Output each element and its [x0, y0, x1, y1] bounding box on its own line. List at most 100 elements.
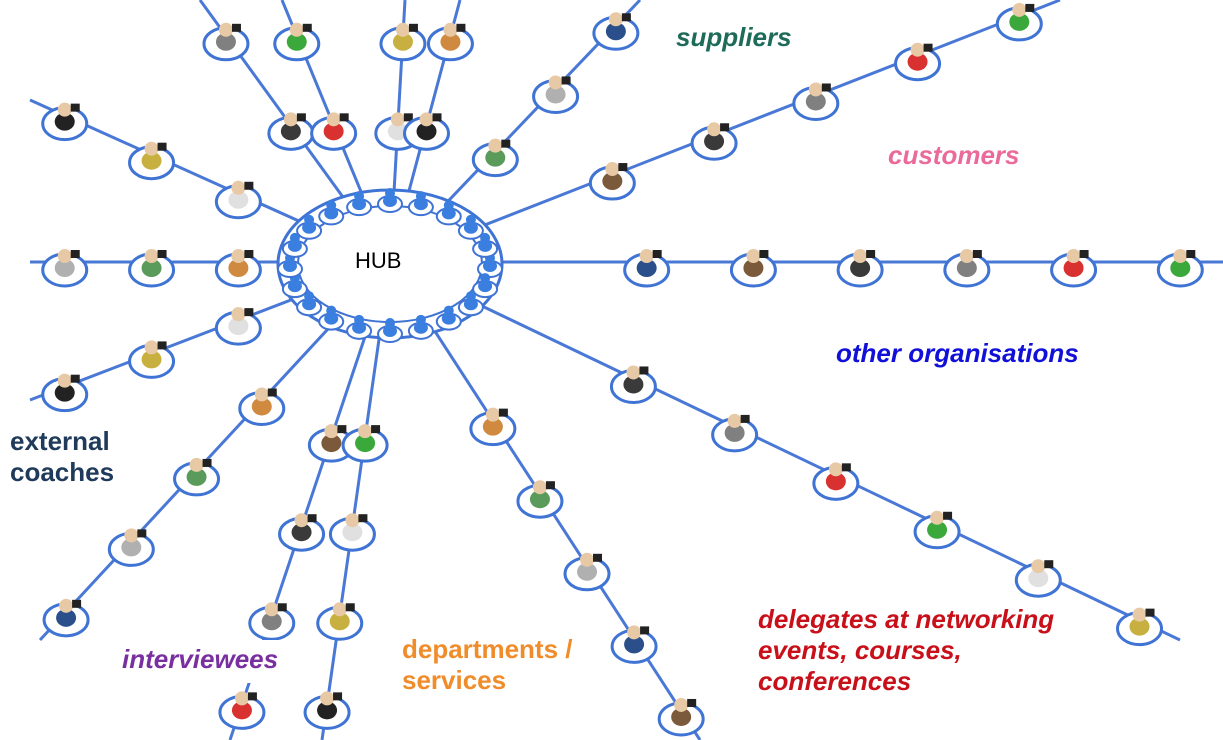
network-person-figure — [1116, 607, 1164, 647]
person-head — [1132, 607, 1147, 622]
customers-label: customers — [864, 132, 1050, 182]
network-person-figure — [469, 407, 517, 447]
laptop-icon — [277, 603, 287, 612]
person-body — [605, 22, 626, 41]
person-body — [1129, 617, 1150, 636]
laptop-icon — [333, 692, 343, 701]
network-person-figure — [303, 691, 351, 730]
interviewees-label-text: interviewees — [122, 644, 279, 674]
person-body — [141, 151, 162, 170]
laptop-icon — [639, 366, 649, 375]
person-head — [395, 22, 410, 37]
laptop-icon — [501, 139, 511, 148]
person-head — [1031, 559, 1046, 574]
network-person-figure — [214, 180, 262, 220]
person-head — [639, 249, 654, 263]
network-person-figure — [1050, 249, 1098, 288]
person-head — [324, 424, 339, 439]
person-body — [280, 122, 301, 141]
network-person-figure — [711, 413, 759, 453]
hub-member-body — [324, 207, 339, 220]
person-head — [231, 307, 246, 322]
person-body — [850, 259, 871, 277]
person-head — [485, 407, 500, 422]
person-head — [144, 340, 159, 355]
network-person-figure — [894, 42, 942, 82]
person-body — [317, 701, 338, 720]
person-head — [910, 42, 925, 57]
network-person-figure — [41, 373, 89, 413]
hub-circle — [276, 188, 504, 343]
network-person-figure — [278, 513, 326, 552]
person-head — [264, 602, 279, 617]
person-head — [57, 249, 72, 263]
laptop-icon — [337, 425, 347, 434]
laptop-icon — [1044, 560, 1054, 569]
network-person-figure — [218, 691, 266, 730]
network-person-figure — [41, 249, 89, 288]
person-body — [54, 383, 75, 402]
laptop-icon — [302, 23, 312, 32]
person-head — [289, 22, 304, 37]
person-head — [144, 141, 159, 156]
network-person-figure — [42, 598, 90, 638]
laptop-icon — [157, 250, 167, 258]
laptop-icon — [1145, 608, 1155, 617]
person-head — [674, 697, 689, 712]
laptop-icon — [358, 514, 368, 523]
person-head — [930, 510, 945, 525]
laptop-icon — [1025, 3, 1035, 12]
departments-line-2: services — [402, 665, 507, 696]
person-head — [234, 691, 249, 706]
customers-label-text: customers — [888, 140, 1020, 170]
laptop-icon — [972, 250, 982, 258]
person-head — [358, 424, 373, 439]
network-person-figure — [267, 112, 315, 151]
laptop-icon — [687, 698, 697, 707]
person-body — [671, 707, 692, 726]
person-body — [387, 122, 408, 141]
suppliers-label-text: suppliers — [676, 22, 792, 52]
hub-member-head — [443, 305, 454, 316]
person-head — [332, 602, 347, 617]
departments-line-1: departments / — [402, 634, 573, 664]
laptop-icon — [923, 43, 933, 52]
person-body — [529, 490, 550, 509]
external-coaches-line-1: external — [10, 426, 110, 456]
laptop-icon — [70, 103, 80, 112]
laptop-icon — [456, 23, 466, 32]
laptop-icon — [821, 83, 831, 92]
laptop-icon — [345, 603, 355, 612]
person-body — [416, 122, 437, 141]
laptop-icon — [561, 76, 571, 85]
network-person-figure — [379, 22, 427, 62]
network-person-figure — [995, 2, 1043, 42]
laptop-icon — [244, 250, 254, 258]
hub-member-body — [441, 312, 456, 325]
network-person-figure — [202, 22, 250, 62]
other-organisations-label: other organisations — [818, 330, 1099, 380]
person-body — [329, 612, 350, 631]
external-coaches-line-2: coaches — [10, 457, 115, 488]
laptop-icon — [408, 23, 418, 32]
hub-member-body — [463, 221, 478, 234]
person-body — [805, 92, 826, 111]
person-head — [959, 249, 974, 263]
hub-member-head — [326, 200, 337, 211]
laptop-icon — [202, 458, 212, 467]
person-body — [724, 423, 745, 442]
person-body — [141, 259, 162, 277]
person-body — [121, 538, 142, 557]
person-body — [825, 472, 846, 491]
hub-member-body — [478, 280, 493, 293]
hub-member-head — [385, 318, 395, 328]
external-coaches-label: external coaches — [0, 424, 125, 493]
person-body — [1009, 12, 1030, 31]
person-body — [602, 172, 623, 191]
hub-member-head — [480, 273, 491, 284]
laptop-icon — [498, 408, 508, 417]
laptop-icon — [307, 514, 317, 523]
laptop-icon — [593, 553, 603, 562]
hub-member-head — [304, 214, 315, 225]
person-body — [1063, 259, 1084, 277]
